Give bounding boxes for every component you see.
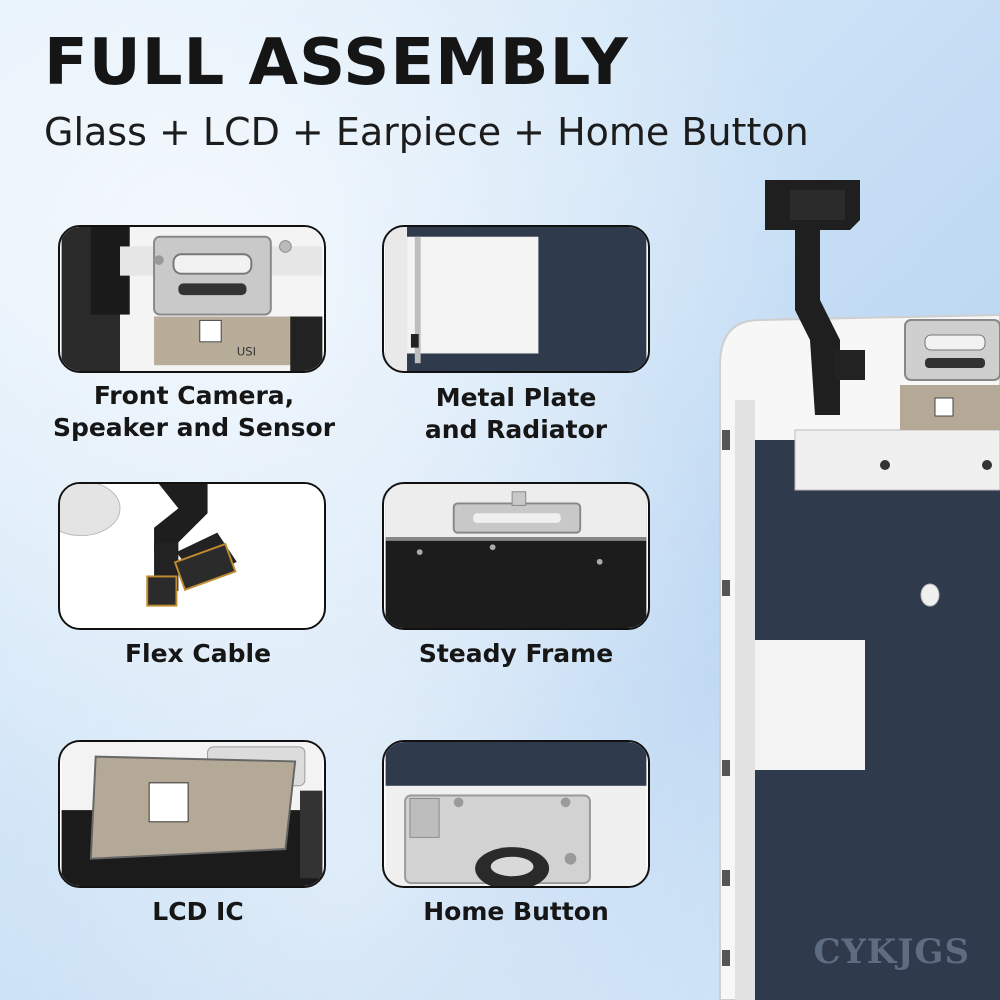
caption-metal-plate-line2: and Radiator bbox=[424, 415, 608, 444]
brand-watermark: CYKJGS bbox=[813, 932, 970, 972]
metal-plate-photo bbox=[385, 227, 647, 371]
caption-front-camera: Front Camera, Speaker and Sensor bbox=[44, 380, 344, 444]
display-assembly-illustration bbox=[719, 180, 1000, 1000]
caption-metal-plate-line1: Metal Plate bbox=[435, 383, 597, 412]
feature-card-home-button bbox=[382, 740, 650, 888]
caption-flex-cable: Flex Cable bbox=[124, 639, 272, 668]
lcd-ic-photo bbox=[61, 742, 323, 886]
caption-lcd-ic: LCD IC bbox=[152, 897, 244, 926]
feature-card-steady-frame bbox=[382, 482, 650, 630]
display-assembly-photo bbox=[700, 170, 1000, 1000]
home-button-photo bbox=[385, 742, 647, 886]
steady-frame-photo bbox=[385, 484, 647, 628]
page-subtitle: Glass + LCD + Earpiece + Home Button bbox=[44, 110, 809, 154]
flex-cable-photo bbox=[60, 484, 323, 628]
caption-front-camera-line2: Speaker and Sensor bbox=[52, 413, 336, 442]
caption-home-button: Home Button bbox=[423, 897, 609, 926]
front-camera-photo: USI bbox=[61, 227, 323, 371]
chip-label: USI bbox=[237, 344, 256, 358]
caption-steady-frame: Steady Frame bbox=[418, 639, 614, 668]
feature-card-front-camera: USI bbox=[58, 225, 326, 373]
feature-card-flex-cable bbox=[58, 482, 326, 630]
feature-card-metal-plate bbox=[382, 225, 650, 373]
page-title: FULL ASSEMBLY bbox=[44, 26, 629, 100]
caption-front-camera-line1: Front Camera, bbox=[93, 381, 295, 410]
feature-card-lcd-ic bbox=[58, 740, 326, 888]
caption-metal-plate: Metal Plate and Radiator bbox=[366, 382, 666, 446]
